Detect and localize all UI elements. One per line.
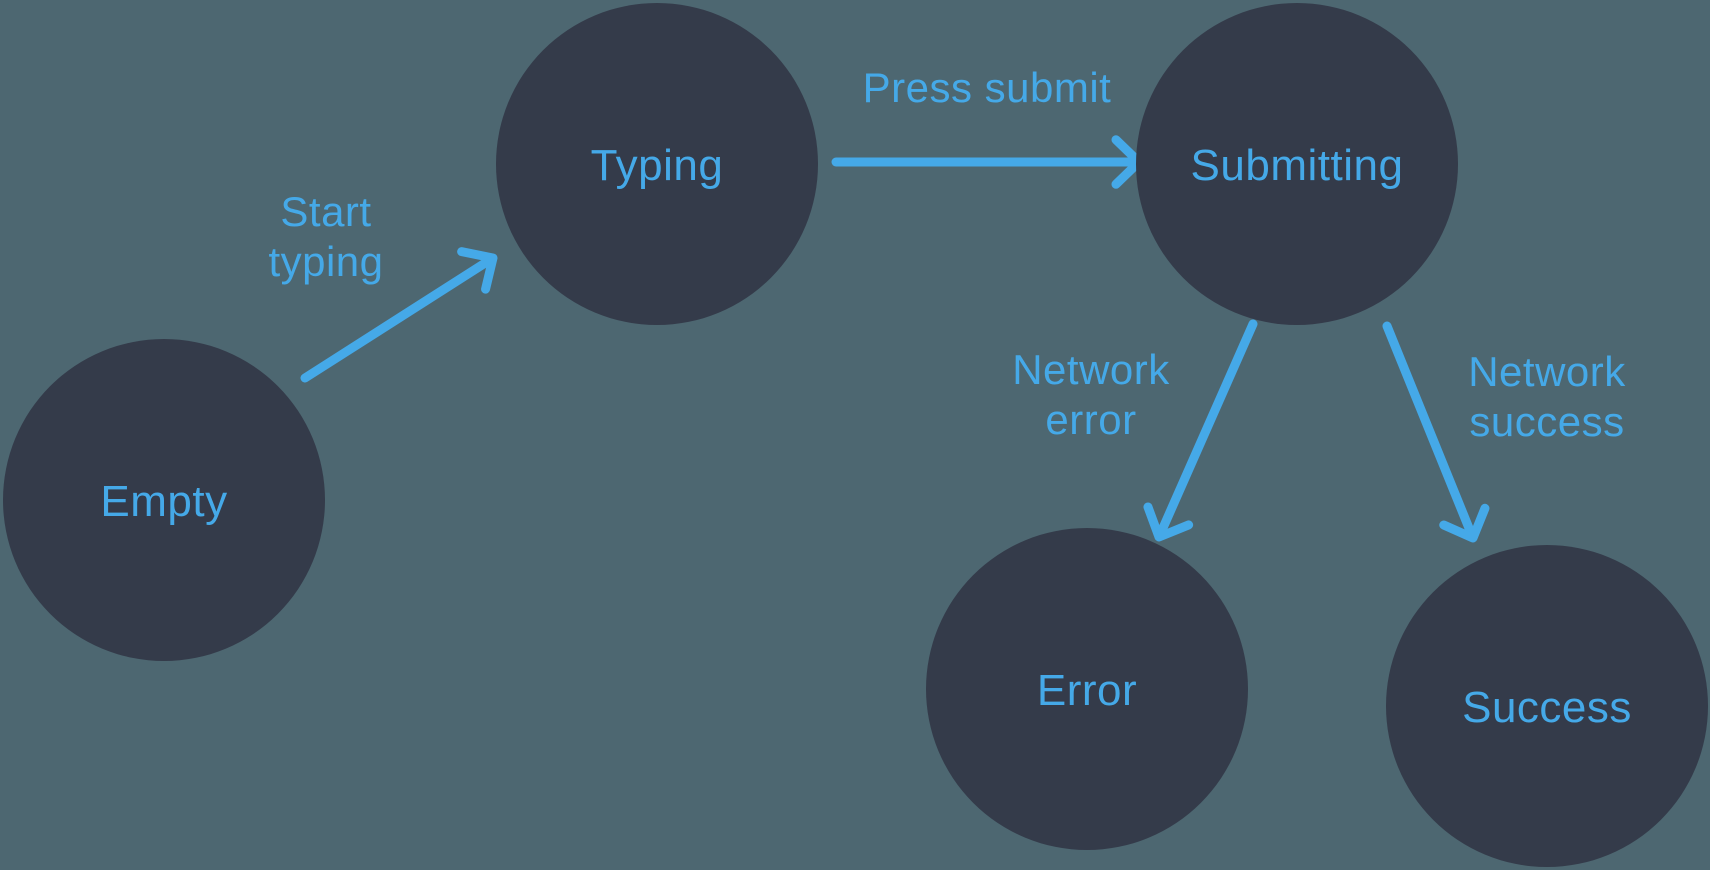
state-label-submitting: Submitting [1191,141,1404,190]
state-node-success [1386,545,1708,867]
state-label-error: Error [1037,666,1137,715]
transition-label-press-submit: Press submit [863,64,1112,111]
state-node-empty [3,339,325,661]
arrowhead-icon-start-typing [457,247,498,294]
state-node-typing [496,3,818,325]
state-label-typing: Typing [591,141,724,190]
arrowhead-icon-network-error [1143,502,1194,542]
state-label-empty: Empty [100,477,227,526]
transition-arrow-shaft-start-typing [300,254,496,383]
state-label-success: Success [1462,683,1632,732]
transition-arrow-shaft-network-error [1155,319,1258,540]
state-node-submitting [1136,3,1458,325]
transition-arrow-shaft-network-success [1382,321,1477,541]
state-node-error [926,528,1248,850]
arrowhead-icon-network-success [1439,503,1490,543]
